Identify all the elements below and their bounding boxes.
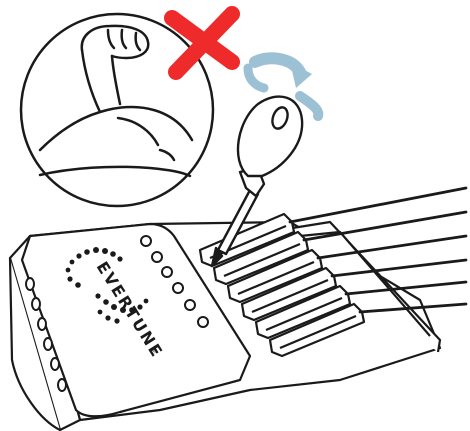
string-1 <box>288 186 468 224</box>
callout-circle <box>19 12 215 208</box>
logo-dot-ring <box>65 247 149 324</box>
no-force-callout <box>19 12 215 208</box>
side-screw-holes <box>25 277 67 392</box>
top-screw-holes <box>140 235 209 328</box>
adjustment-key-icon <box>210 95 304 268</box>
saddle-5 <box>254 284 352 340</box>
string-5 <box>344 280 468 296</box>
saddle-3 <box>226 248 324 304</box>
saddle-2 <box>212 230 310 286</box>
saddle-4 <box>240 266 338 322</box>
string-6 <box>358 302 468 314</box>
forbidden-x-icon <box>164 6 240 80</box>
strings <box>288 186 468 314</box>
bridge-housing <box>20 222 252 418</box>
saddle-6 <box>268 302 366 358</box>
flexed-arm-icon <box>38 24 194 178</box>
string-4 <box>330 258 468 278</box>
registered-mark: ® <box>148 347 158 356</box>
string-3 <box>316 234 468 260</box>
curved-arrow-icon <box>243 52 324 121</box>
string-2 <box>302 210 468 242</box>
